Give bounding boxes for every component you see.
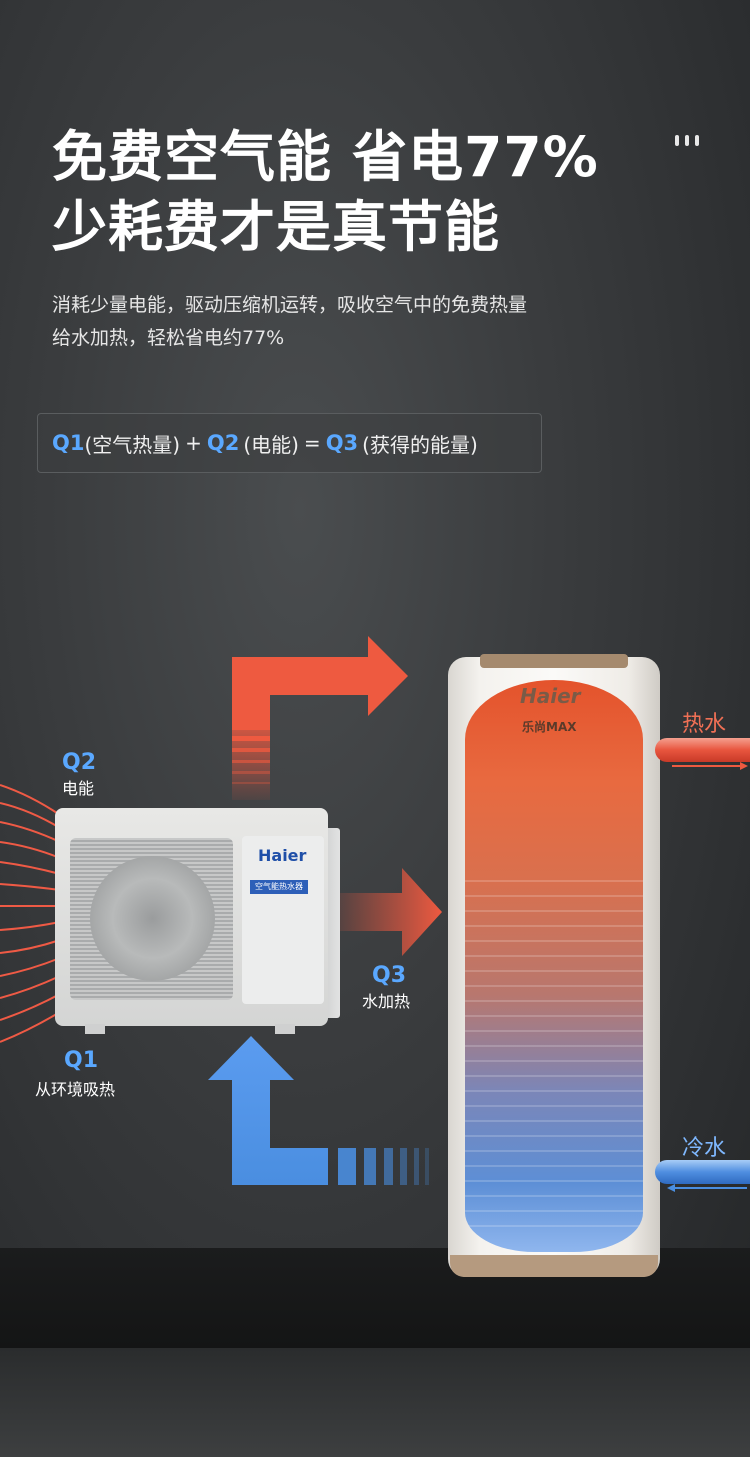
- tank-base: [450, 1255, 658, 1277]
- tank-model: 乐尚MAX: [522, 720, 577, 734]
- q2-label: Q2: [62, 750, 97, 775]
- tank-logo: Haier: [520, 684, 581, 708]
- ambient-heat-lines: [0, 784, 61, 1043]
- energy-formula: Q1 (空气热量) + Q2 (电能) = Q3 (获得的能量): [37, 413, 542, 473]
- q1-text: 从环境吸热: [35, 1080, 116, 1099]
- hot-water-label: 热水: [682, 712, 727, 737]
- formula-q1-text: (空气热量): [84, 432, 181, 457]
- formula-q3: Q3: [325, 431, 359, 455]
- q2-text: 电能: [62, 779, 95, 798]
- cold-water-pipe: [655, 1160, 750, 1184]
- formula-plus: +: [185, 431, 202, 455]
- q1-label: Q1: [64, 1048, 99, 1073]
- hot-water-pipe: [655, 738, 750, 762]
- fan-icon: [90, 856, 215, 981]
- description-line2: 给水加热，轻松省电约77%: [52, 327, 285, 349]
- outdoor-unit-logo: Haier: [258, 846, 307, 865]
- q1-arrow: [208, 1036, 429, 1185]
- floor-reflection: [0, 1348, 750, 1457]
- cold-flow-arrow-icon: [667, 1184, 747, 1192]
- cold-water-label: 冷水: [682, 1136, 727, 1161]
- hot-flow-arrow-icon: [672, 762, 748, 770]
- headline-line1: 免费空气能 省电77%: [52, 125, 599, 189]
- outdoor-unit-tag: 空气能热水器: [250, 880, 308, 894]
- more-icon: [675, 135, 699, 146]
- unit-foot: [275, 1024, 295, 1034]
- tank-cutaway: [465, 680, 643, 1252]
- formula-q2: Q2: [206, 431, 240, 455]
- formula-q2-text: (电能): [243, 432, 299, 457]
- q3-label: Q3: [372, 963, 407, 988]
- formula-equals: =: [303, 431, 321, 455]
- formula-q3-text: (获得的能量): [362, 432, 478, 457]
- headline-line2: 少耗费才是真节能: [52, 195, 501, 259]
- q2-arrow: [232, 636, 408, 800]
- formula-q1: Q1: [52, 431, 85, 455]
- q3-text: 水加热: [362, 992, 411, 1011]
- description-line1: 消耗少量电能，驱动压缩机运转，吸收空气中的免费热量: [52, 294, 528, 316]
- unit-foot: [85, 1024, 105, 1034]
- tank-cap: [480, 654, 628, 668]
- q3-arrow: [335, 868, 442, 956]
- outdoor-unit-panel: [242, 836, 324, 1004]
